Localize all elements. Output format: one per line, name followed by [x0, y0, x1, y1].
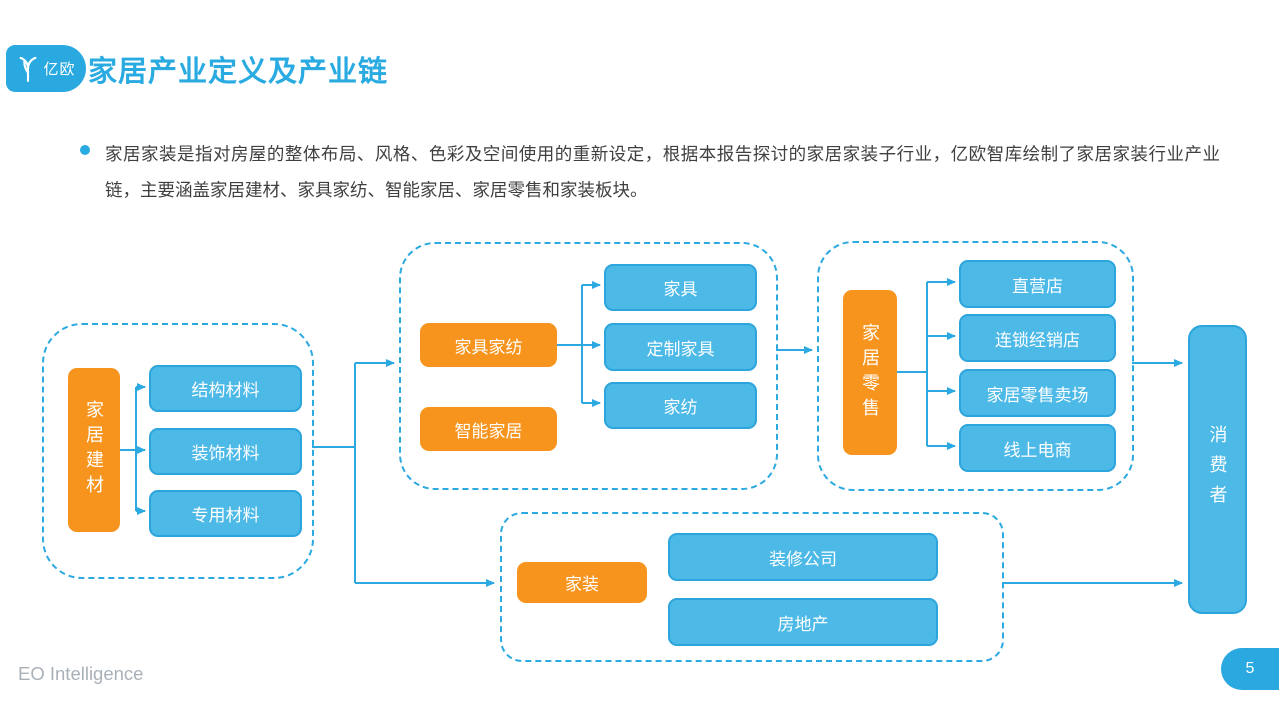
node-furniture-textile: 家具家纺 — [420, 323, 557, 367]
node-direct-store: 直营店 — [959, 260, 1116, 308]
intro-text: 家居家装是指对房屋的整体布局、风格、色彩及空间使用的重新设定，根据本报告探讨的家… — [105, 144, 1220, 200]
footer-brand: EO Intelligence — [18, 663, 144, 684]
node-online-ecommerce: 线上电商 — [959, 424, 1116, 472]
node-structural-materials: 结构材料 — [149, 365, 302, 412]
page-number: 5 — [1245, 660, 1255, 677]
group-retail — [817, 241, 1134, 491]
node-real-estate: 房地产 — [668, 598, 938, 646]
node-furniture: 家具 — [604, 264, 757, 311]
group-building-materials — [42, 323, 314, 579]
node-home-retail: 家居零售 — [843, 290, 897, 455]
group-decoration — [500, 512, 1004, 662]
node-retail-mall: 家居零售卖场 — [959, 369, 1116, 417]
node-building-materials: 家居建材 — [68, 368, 120, 532]
eo-logo-text: 亿欧 — [43, 61, 76, 78]
node-special-materials: 专用材料 — [149, 490, 302, 537]
group-furniture-textile — [399, 242, 778, 490]
node-home-decoration: 家装 — [517, 562, 647, 603]
node-home-textile: 家纺 — [604, 382, 757, 429]
node-decorative-materials: 装饰材料 — [149, 428, 302, 475]
connector-building-branch — [312, 363, 356, 583]
eo-logo-icon — [20, 56, 37, 82]
node-consumer: 消费者 — [1188, 325, 1247, 614]
node-decoration-company: 装修公司 — [668, 533, 938, 581]
node-smart-home: 智能家居 — [420, 407, 557, 451]
eo-logo: 亿欧 — [6, 45, 86, 92]
bullet-dot-icon — [80, 145, 90, 155]
page-number-badge: 5 — [1221, 648, 1279, 690]
node-chain-dealer: 连锁经销店 — [959, 314, 1116, 362]
node-custom-furniture: 定制家具 — [604, 323, 757, 371]
page-title: 家居产业定义及产业链 — [88, 56, 389, 88]
